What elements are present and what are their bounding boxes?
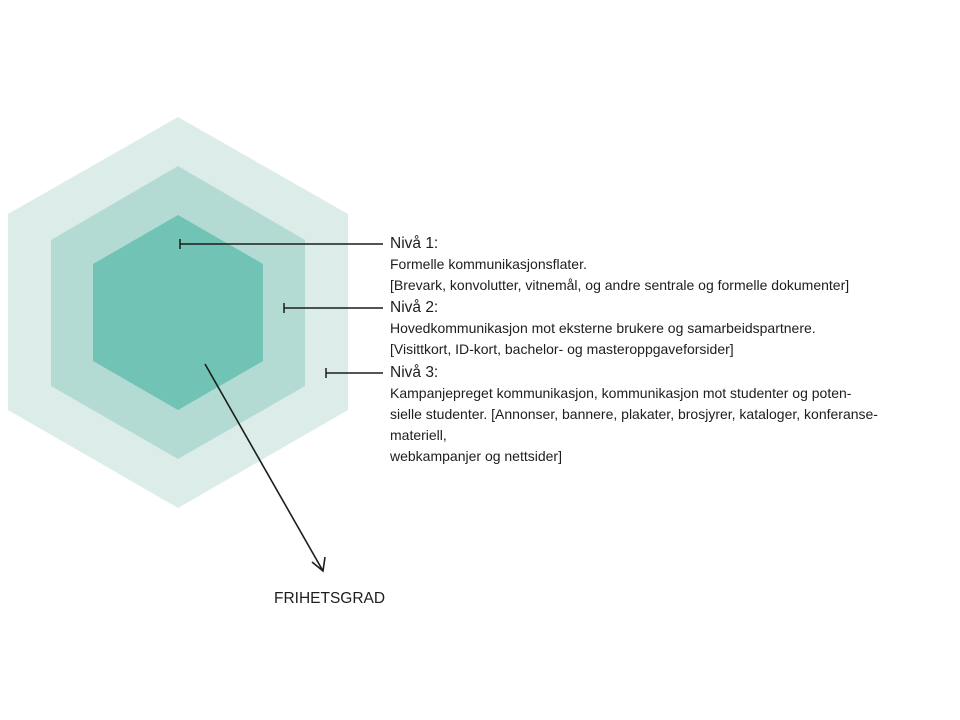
level-3-description: Nivå 3: Kampanjepreget kommunikasjon, ko… xyxy=(390,362,958,467)
freedom-arrow-label: FRIHETSGRAD xyxy=(274,590,386,607)
level-1-summary: Formelle kommunikasjonsflater. xyxy=(390,256,587,272)
level-3-summary-continued: sielle studenter. [Annonser, bannere, pl… xyxy=(390,406,878,422)
level-1-connector xyxy=(179,239,383,249)
level-2-examples: [Visittkort, ID-kort, bachelor- og maste… xyxy=(390,341,734,357)
level-2-summary: Hovedkommunikasjon mot eksterne brukere … xyxy=(390,320,816,336)
level-2-title: Nivå 2: xyxy=(390,299,439,316)
freedom-arrow-head xyxy=(311,556,326,573)
level-3-summary: Kampanjepreget kommunikasjon, kommunikas… xyxy=(390,385,852,401)
inner-hexagon xyxy=(93,215,263,410)
level-3-examples-continued: webkampanjer og nettsider] xyxy=(390,448,562,464)
level-1-title: Nivå 1: xyxy=(390,235,439,252)
level-3-examples: materiell, xyxy=(390,427,447,443)
freedom-arrow-shaft xyxy=(204,363,324,572)
level-1-examples: [Brevark, konvolutter, vitnemål, og andr… xyxy=(390,277,850,293)
freedom-arrow xyxy=(204,363,326,573)
level-2-description: Nivå 2: Hovedkommunikasjon mot eksterne … xyxy=(390,297,958,360)
level-3-connector xyxy=(325,368,383,378)
level-3-title: Nivå 3: xyxy=(390,364,439,381)
level-1-description: Nivå 1: Formelle kommunikasjonsflater. [… xyxy=(390,233,958,296)
level-2-connector xyxy=(283,303,383,313)
